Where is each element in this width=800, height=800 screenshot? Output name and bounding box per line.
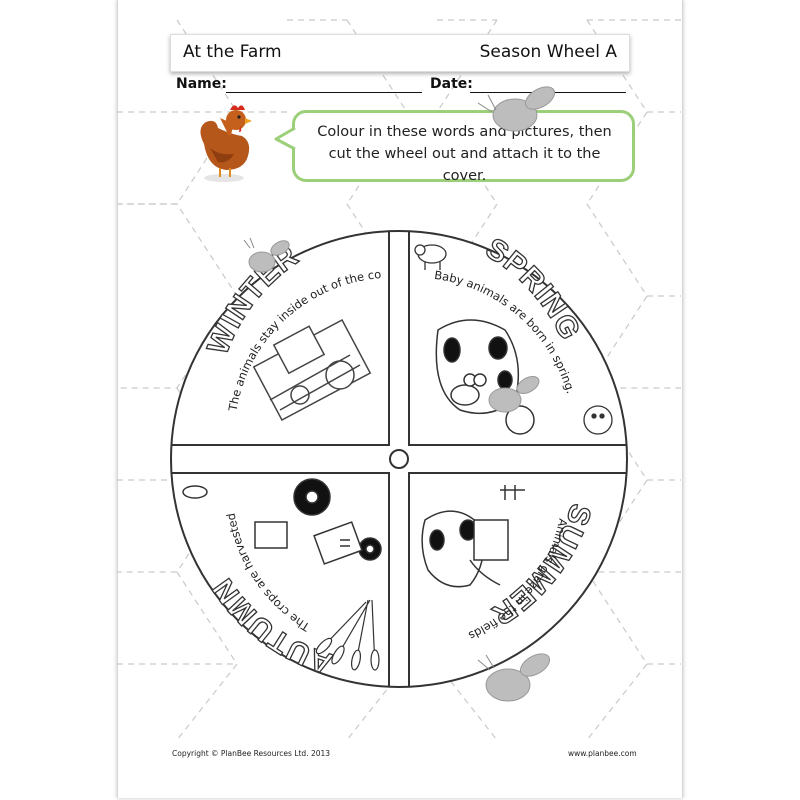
hen-icon [200,105,252,182]
bee-icon [488,375,540,413]
instruction-text: Colour in these words and pictures, then… [317,124,612,184]
wheat-icon [315,599,380,671]
page-title: At the Farm [183,42,282,62]
date-label: Date: [430,76,473,92]
bee-icon [243,237,290,273]
bee-icon [477,86,556,132]
bubble-tail [274,126,296,151]
harvester-icon [182,478,382,565]
bee-icon [477,653,551,702]
sheep-icon [414,244,447,270]
chick-icon [583,405,613,435]
instruction-bubble: Colour in these words and pictures, then… [292,110,635,184]
tractor-icon [252,319,372,421]
copyright-text: Copyright © PlanBee Resources Ltd. 2013 [172,749,331,758]
worksheet-label: Season Wheel A [479,42,617,62]
wheel-center-pin[interactable] [389,449,409,469]
title-bar: At the Farm Season Wheel A [170,34,630,72]
field-cow-icon [421,485,525,588]
name-field[interactable] [226,92,422,93]
website-link[interactable]: www.planbee.com [568,749,637,758]
name-label: Name: [176,76,227,92]
